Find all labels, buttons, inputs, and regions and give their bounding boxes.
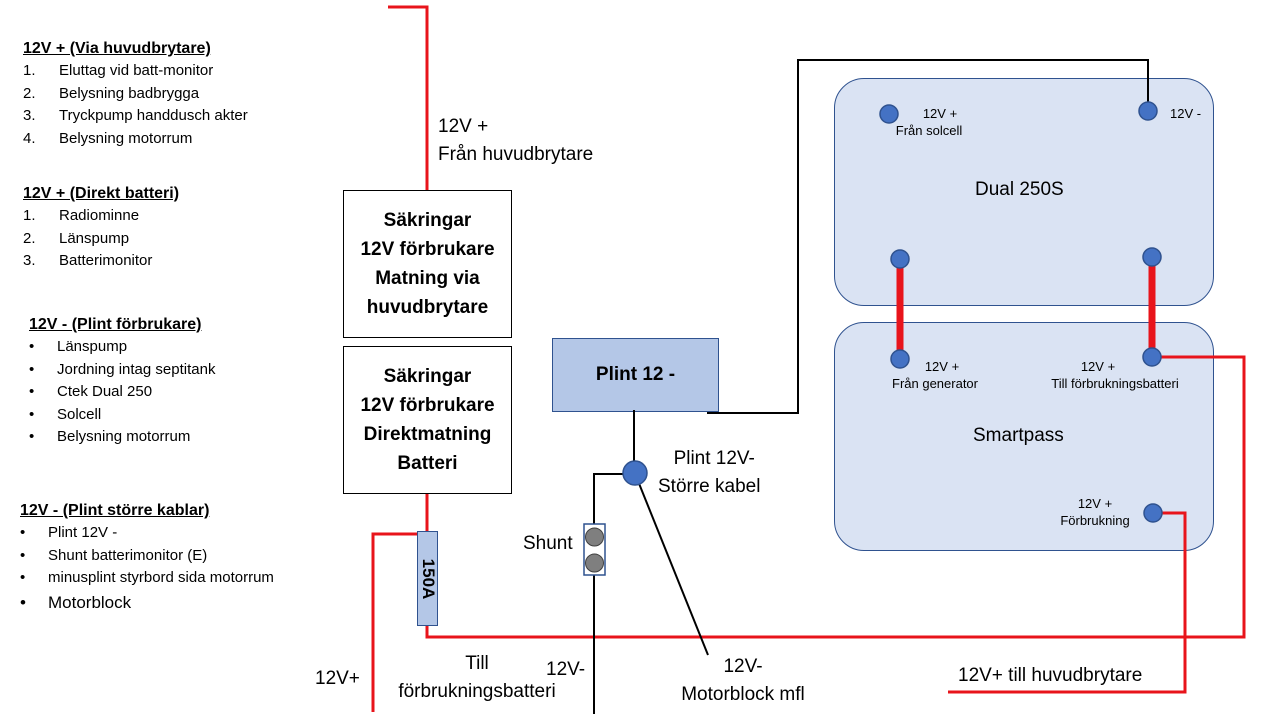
list-item: •Shunt batterimonitor (E) [20,546,208,564]
shunt-terminal [585,527,604,547]
shunt-label: Shunt [523,533,573,554]
dual-minus-label: 12V - [1170,106,1202,121]
list-item: •Plint 12V - [20,524,118,541]
wire-stud-to-shunt [593,473,624,528]
wire-till-huvudbrytare [948,511,1187,694]
list-item: 2.Belysning badbrygga [23,84,200,102]
wire-stud-to-motorblock [635,475,709,656]
smartpass-generator-label: 12V + Från generator [892,359,978,391]
list-title: 12V + (Via huvudbrytare) [23,40,211,57]
wire-12v-plus-bottom [371,532,418,712]
smartpass-forbrukningsbatteri-terminal [1142,347,1162,367]
list-plint-forbrukare: 12V - (Plint förbrukare) •Länspump •Jord… [29,314,215,449]
motorblock-label: 12V- Motorblock mfl [681,656,805,705]
dual-out-left-terminal [890,249,910,269]
list-via-huvudbrytare: 12V + (Via huvudbrytare) 1.Eluttag vid b… [23,38,248,150]
list-item: 4.Belysning motorrum [23,129,193,147]
dual-out-right-terminal [1142,247,1162,267]
fuse-box-direkt-batteri: Säkringar 12V förbrukare Direktmatning B… [343,346,512,494]
plint-12-minus: Plint 12 - [552,338,719,412]
shunt-terminal [585,553,604,573]
smartpass-forbrukning-terminal [1143,503,1163,523]
list-item: •minusplint styrbord sida motorrum [20,569,274,586]
list-item: •Jordning intag septitank [29,360,216,378]
smartpass-generator-terminal [890,349,910,369]
smartpass-title: Smartpass [973,425,1064,446]
list-item: •Solcell [29,405,102,423]
plint-12v-storre-label: Plint 12V- Större kabel [658,448,761,497]
bottom-12v-plus-label: 12V+ [315,668,360,689]
smartpass-forbrukning-label: 12V + Förbrukning [1060,496,1130,528]
wire-top-feed [388,5,429,190]
list-item: 3.Tryckpump handdusch akter [23,107,248,124]
dual-minus-terminal [1138,101,1158,121]
list-title: 12V - (Plint större kablar) [20,502,210,519]
till-huvudbrytare-label: 12V+ till huvudbrytare [958,665,1143,686]
list-title: 12V + (Direkt batteri) [23,185,180,202]
list-item: •Ctek Dual 250 [29,383,153,400]
fuse-box-huvudbrytare: Säkringar 12V förbrukare Matning via huv… [343,190,512,338]
till-forbrukningsbatteri-label: Till förbrukningsbatteri [398,653,556,702]
smartpass-forbrukningsbatteri-label: 12V + Till förbrukningsbatteri [1051,359,1179,391]
fuse-150a: 150A [417,531,438,626]
wire-bottom-main [425,355,1246,639]
list-item: •Motorblock [20,592,132,612]
list-item: •Belysning motorrum [29,428,191,445]
list-item: 1.Radiominne [23,207,140,224]
list-item: 2.Länspump [23,229,130,247]
plint-12v-storre-terminal [622,460,648,486]
dual-solcell-label: 12V + Från solcell [895,106,963,138]
list-title: 12V - (Plint förbrukare) [29,316,202,333]
list-item: 3.Batterimonitor [23,252,153,269]
top-feed-label: 12V + Från huvudbrytare [438,116,594,165]
wire-plint-to-dual-minus [707,59,1149,414]
list-item: •Länspump [29,338,128,355]
bottom-12v-minus-label: 12V- [546,659,586,680]
dual-solcell-terminal [879,104,899,124]
list-plint-storre-kablar: 12V - (Plint större kablar) •Plint 12V -… [20,500,274,616]
list-direkt-batteri: 12V + (Direkt batteri) 1.Radiominne 2.Lä… [23,183,179,273]
list-item: 1.Eluttag vid batt-monitor [23,62,214,79]
dual-250s-title: Dual 250S [975,179,1064,200]
